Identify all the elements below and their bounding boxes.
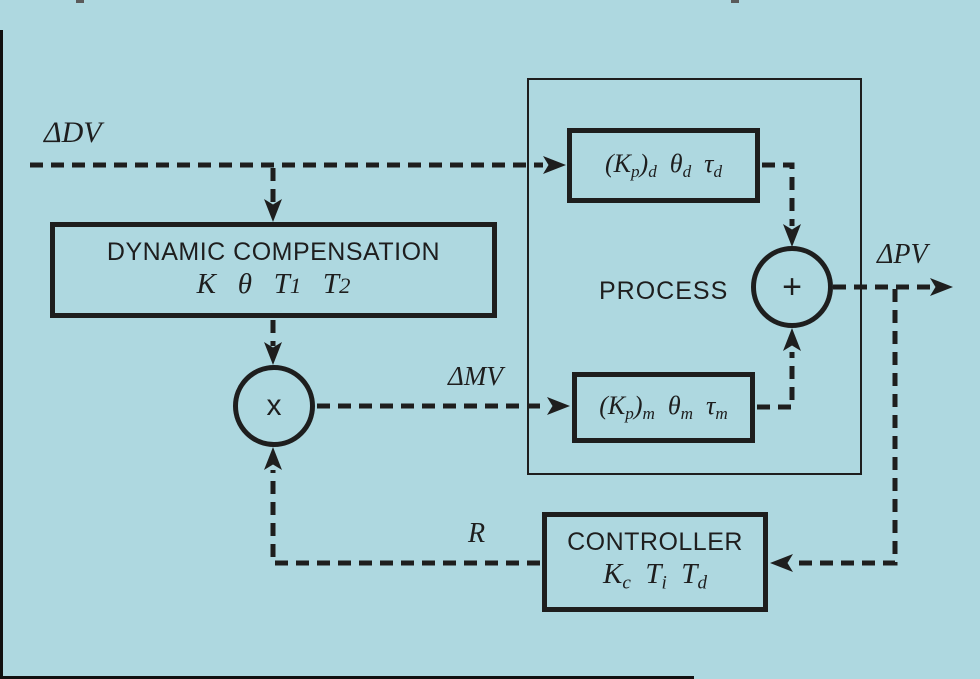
arrowhead-pv-output [930,278,953,296]
arrowhead-into-manipulated-block [547,397,570,415]
bottom-crop-edge [0,676,694,679]
disturbance-path-to-sum-line [762,162,795,226]
manipulated-path-params: (Kp)m θm τm [599,391,728,424]
dynamic-compensation-block: DYNAMIC COMPENSATION K θ T1 T2 [50,222,497,318]
pv-feedback-line [793,289,898,566]
dynamic-compensation-title: DYNAMIC COMPENSATION [106,238,441,267]
dynamic-compensation-params: K θ T1 T2 [196,267,351,300]
disturbance-path-params: (Kp)d θd τd [604,149,723,182]
plus-symbol: + [782,268,802,306]
arrowhead-into-compensation-block [264,199,282,222]
mv-signal-label: ΔMV [448,361,503,391]
top-crop-speck-left [76,0,84,3]
process-boundary-box [527,78,862,475]
r-signal-label: R [468,518,486,549]
controller-title: CONTROLLER [567,528,743,557]
arrowhead-into-multiplier-top [264,342,282,365]
disturbance-path-block: (Kp)d θd τd [567,128,760,203]
arrowhead-into-multiplier-bottom [264,447,282,470]
multiplier-junction: x [233,365,315,447]
manipulated-path-block: (Kp)m θm τm [572,372,755,443]
controller-params: Kc Ti Td [602,558,707,594]
top-crop-speck-right [731,0,739,3]
controller-to-multiplier-line [270,470,540,566]
left-crop-edge [0,30,3,679]
process-label: PROCESS [599,277,729,305]
arrowhead-into-disturbance-block [543,156,566,174]
arrowhead-into-controller [770,554,793,572]
pv-signal-label: ΔPV [877,239,928,270]
arrowhead-into-sum-bottom [783,328,801,351]
controller-block: CONTROLLER Kc Ti Td [542,512,768,612]
arrowhead-into-sum-top [783,224,801,247]
sum-junction: + [751,246,833,328]
dv-signal-label: ΔDV [44,116,102,149]
multiply-symbol: x [266,389,282,422]
manipulated-path-to-sum-line [757,352,795,410]
